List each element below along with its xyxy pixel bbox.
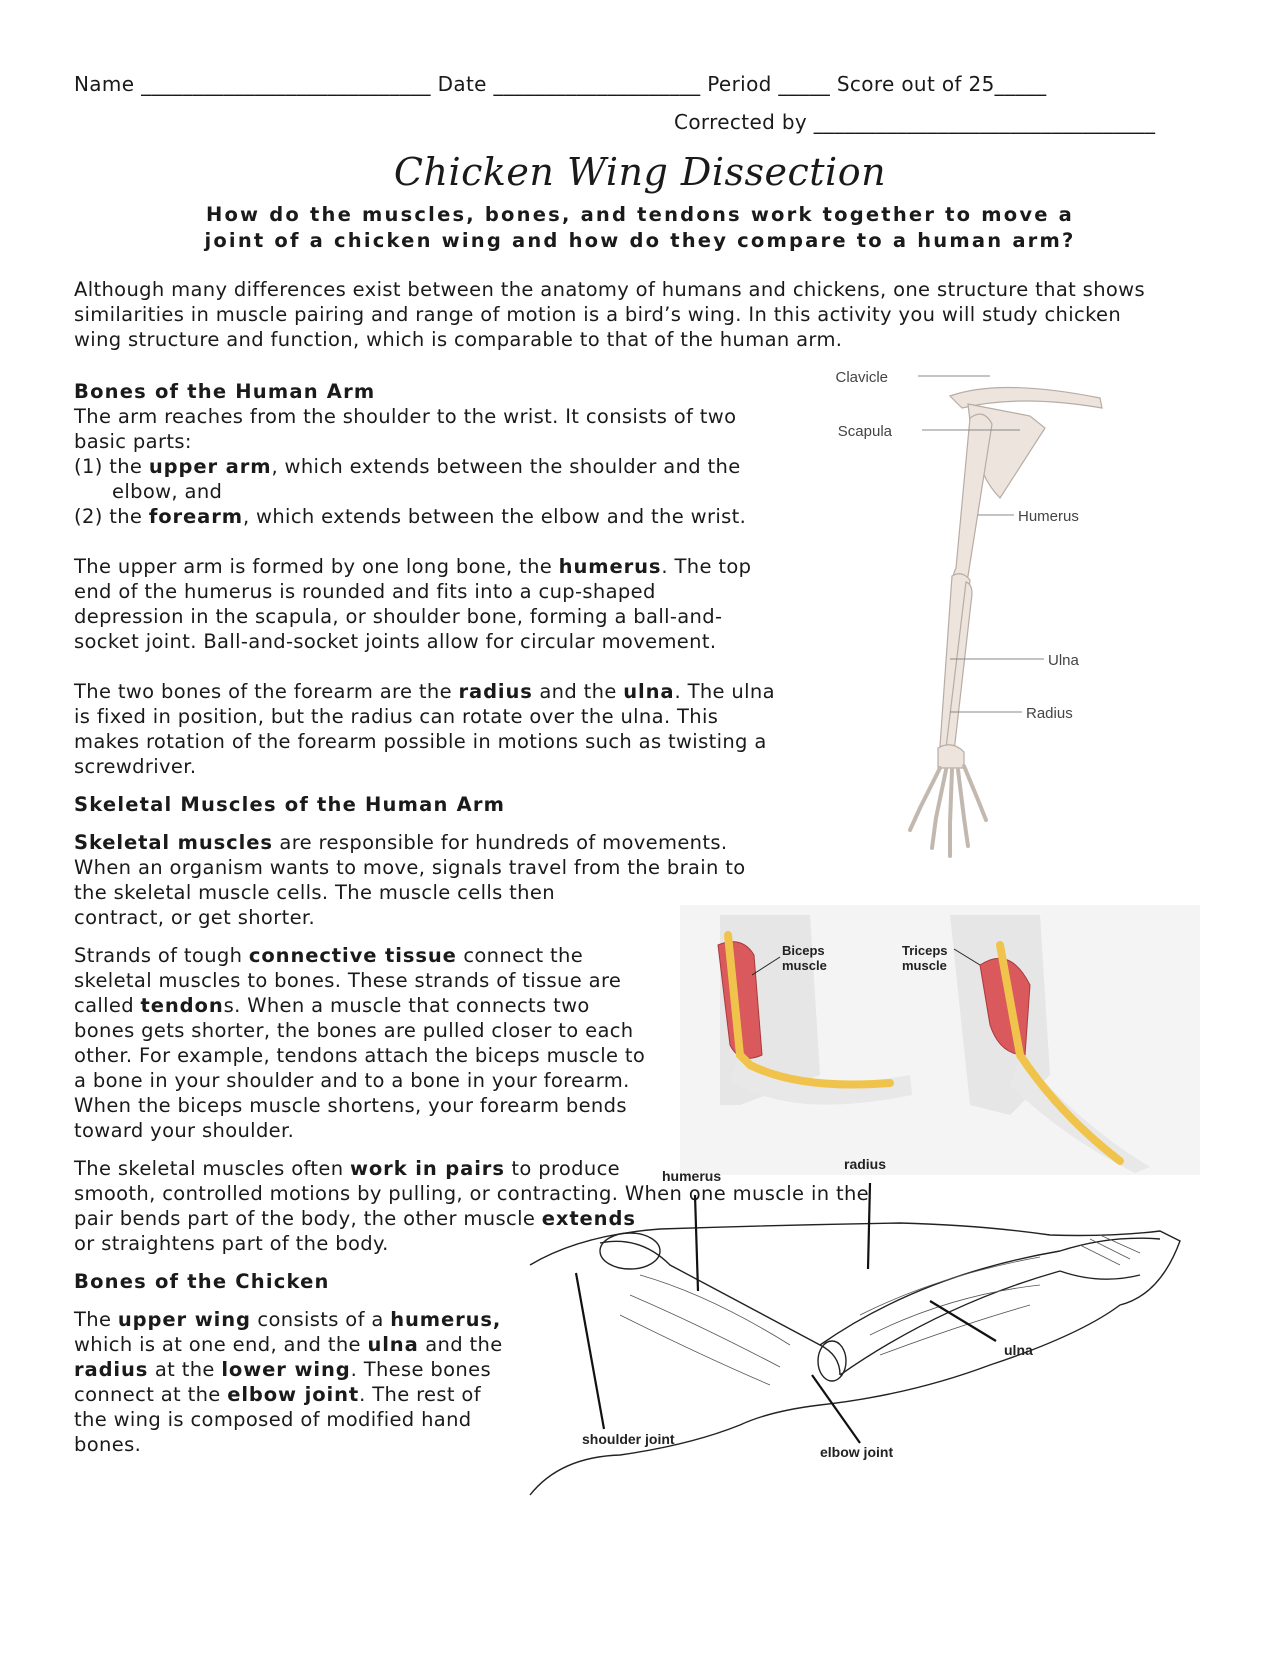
paragraph-line: Skeletal muscles are responsible for hun… (74, 831, 728, 854)
label-ulna: Ulna (1048, 652, 1080, 669)
human-arm-skeleton-figure: Clavicle Scapula Humerus Ulna Radius (835, 369, 1103, 858)
muscle-striations (619, 1234, 1141, 1386)
paragraph-line: connect at the elbow joint. The rest of (74, 1383, 481, 1406)
paragraph-line: When the biceps muscle shortens, your fo… (74, 1094, 627, 1117)
section-heading-bones-human-arm: Bones of the Human Arm (74, 380, 376, 403)
paragraph-line: Strands of tough connective tissue conne… (74, 944, 584, 967)
guiding-question-line-1: How do the muscles, bones, and tendons w… (205, 203, 1075, 226)
hand-bones (908, 764, 988, 858)
label-ulna: ulna (1004, 1342, 1033, 1358)
paragraph-line: the wing is composed of modified hand (74, 1408, 472, 1431)
shoulder-joint-leader (574, 1272, 606, 1430)
label-triceps: Triceps (902, 943, 948, 958)
paragraph-line: smooth, controlled motions by pulling, o… (74, 1182, 870, 1205)
paragraph-line: depression in the scapula, or shoulder b… (74, 605, 723, 628)
paragraph-line: radius at the lower wing. These bones (74, 1358, 491, 1381)
label-biceps: Biceps (782, 943, 825, 958)
label-radius: Radius (1026, 705, 1073, 722)
biceps-leader (751, 956, 781, 976)
page-title: Chicken Wing Dissection (393, 150, 887, 194)
paragraph-line: a bone in your shoulder and to a bone in… (74, 1069, 630, 1092)
paragraph-line: which is at one end, and the ulna and th… (74, 1333, 503, 1356)
chicken-wing-diagram: humerus radius ulna shoulder joint elbow… (529, 1156, 1181, 1496)
wrist-bones (937, 744, 965, 769)
paragraph-line: The upper wing consists of a humerus, (74, 1308, 502, 1331)
paragraph-line: the skeletal muscle cells. The muscle ce… (74, 881, 555, 904)
intro-line: wing structure and function, which is co… (74, 328, 843, 351)
biceps-triceps-figure: Biceps muscle Triceps muscle (680, 905, 1200, 1175)
ulna-leader (929, 1300, 997, 1342)
paragraph-line: contract, or get shorter. (74, 906, 316, 929)
paragraph-line: end of the humerus is rounded and fits i… (74, 580, 656, 603)
label-scapula: Scapula (838, 423, 893, 440)
intro-line: similarities in muscle pairing and range… (74, 303, 1122, 326)
guiding-question-line-2: joint of a chicken wing and how do they … (204, 229, 1076, 252)
paragraph-line: screwdriver. (74, 755, 197, 778)
paragraph-line: is fixed in position, but the radius can… (74, 705, 719, 728)
wing-leaders (574, 1182, 997, 1444)
label-shoulder-joint: shoulder joint (582, 1431, 675, 1447)
paragraph-line: makes rotation of the forearm possible i… (74, 730, 767, 753)
label-humerus: Humerus (1018, 508, 1079, 525)
paragraph-line: skeletal muscles to bones. These strands… (74, 969, 622, 992)
humerus-bone (952, 413, 993, 590)
paragraph-line: socket joint. Ball-and-socket joints all… (74, 630, 717, 653)
radius-leader (866, 1182, 872, 1270)
paragraph-line: When an organism wants to move, signals … (74, 856, 746, 879)
intro-line: Although many differences exist between … (74, 278, 1145, 301)
name-date-period-score-line[interactable]: Name ____________________________ Date _… (74, 72, 1047, 96)
section-heading-skeletal-muscles: Skeletal Muscles of the Human Arm (74, 793, 506, 816)
label-biceps-muscle: muscle (782, 958, 827, 973)
paragraph-line: pair bends part of the body, the other m… (74, 1207, 636, 1230)
paragraph-line: basic parts: (74, 430, 192, 453)
paragraph-line: The two bones of the forearm are the rad… (74, 680, 775, 703)
paragraph-line: The upper arm is formed by one long bone… (74, 555, 752, 578)
humerus-leader (693, 1194, 700, 1292)
clavicle-bone (948, 386, 1103, 409)
triceps-arm (950, 915, 1150, 1173)
label-radius: radius (844, 1156, 886, 1172)
paragraph-line: called tendons. When a muscle that conne… (74, 994, 590, 1017)
triceps-leader (953, 948, 981, 966)
paragraph-line: toward your shoulder. (74, 1119, 295, 1142)
paragraph-line: The skeletal muscles often work in pairs… (74, 1157, 621, 1180)
wing-outline (529, 1222, 1181, 1496)
radius-bone (945, 581, 973, 753)
corrected-by-line[interactable]: Corrected by ___________________________… (674, 110, 1156, 134)
label-triceps-muscle: muscle (902, 958, 947, 973)
paragraph-line: or straightens part of the body. (74, 1232, 389, 1255)
paragraph-line: other. For example, tendons attach the b… (74, 1044, 646, 1067)
paragraph-line: bones gets shorter, the bones are pulled… (74, 1019, 634, 1042)
list-item-upper-arm: (1) the upper arm, which extends between… (74, 455, 741, 478)
section-heading-bones-chicken: Bones of the Chicken (74, 1270, 330, 1293)
label-clavicle: Clavicle (835, 369, 888, 386)
list-item-forearm: (2) the forearm, which extends between t… (74, 505, 747, 528)
paragraph-line: elbow, and (112, 480, 223, 503)
paragraph-line: bones. (74, 1433, 142, 1456)
elbow-joint-leader (811, 1374, 861, 1444)
label-elbow-joint: elbow joint (820, 1444, 893, 1460)
biceps-arm (717, 915, 912, 1105)
label-humerus: humerus (662, 1168, 721, 1184)
paragraph-line: The arm reaches from the shoulder to the… (74, 405, 737, 428)
